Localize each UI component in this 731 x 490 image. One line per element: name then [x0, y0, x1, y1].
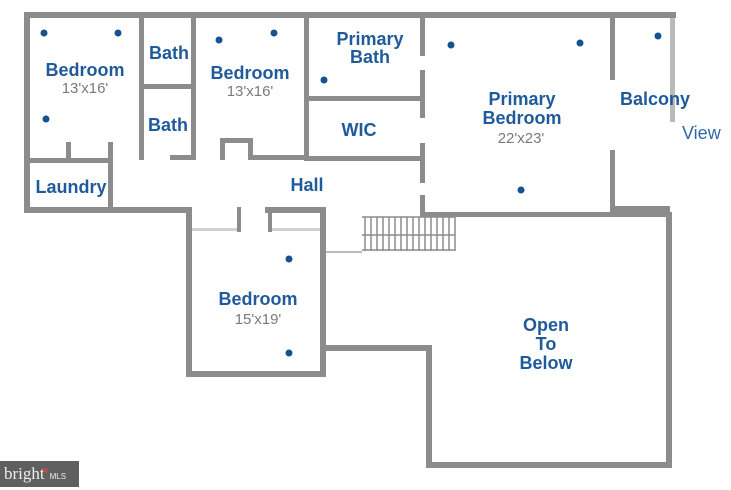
room-dims-primary-bedroom: 22'x23': [497, 130, 545, 147]
light-fixture-icon: [42, 115, 50, 123]
room-dims-bedroom-1: 13'x16': [61, 80, 109, 97]
light-fixture-icon: [40, 29, 48, 37]
light-fixture-icon: [285, 255, 293, 263]
room-label-primary-bedroom-line1: Primary: [488, 89, 556, 109]
room-label-hall: Hall: [290, 175, 324, 195]
room-dims-bedroom-3: 15'x19': [234, 311, 282, 328]
room-label-primary-bath-line2: Bath: [350, 47, 390, 67]
room-label-open-to-below-line3: Below: [519, 353, 573, 373]
room-label-bedroom-2: Bedroom: [210, 63, 290, 83]
room-label-bedroom-1: Bedroom: [45, 60, 125, 80]
room-label-primary-bedroom-line2: Bedroom: [482, 108, 562, 128]
room-label-balcony: Balcony: [619, 89, 691, 109]
stair-railing: [362, 216, 456, 251]
room-label-bath-1: Bath: [149, 43, 189, 63]
room-dims-bedroom-2: 13'x16': [226, 83, 274, 100]
light-fixture-icon: [576, 39, 584, 47]
light-fixture-icon: [114, 29, 122, 37]
room-label-open-to-below-line1: Open: [522, 315, 570, 335]
wall-top: [24, 12, 676, 18]
view-annotation: View: [682, 123, 721, 143]
room-label-wic: WIC: [341, 120, 377, 140]
light-fixture-icon: [270, 29, 278, 37]
room-label-primary-bath-line1: Primary: [336, 29, 404, 49]
light-fixture-icon: [517, 186, 525, 194]
light-fixture-icon: [285, 349, 293, 357]
light-fixture-icon: [654, 32, 662, 40]
light-fixture-icon: [320, 76, 328, 84]
wall-left: [24, 12, 30, 212]
logo-suffix: MLS: [49, 472, 67, 481]
room-label-bedroom-3: Bedroom: [218, 289, 298, 309]
room-label-open-to-below-line2: To: [535, 334, 557, 354]
light-fixture-icon: [447, 41, 455, 49]
logo-mark-icon: [42, 468, 48, 473]
room-label-bath-2: Bath: [148, 115, 188, 135]
room-label-laundry: Laundry: [35, 177, 107, 197]
bright-mls-logo: bright MLS: [0, 461, 79, 487]
light-fixture-icon: [215, 36, 223, 44]
logo-text: bright: [4, 464, 45, 483]
